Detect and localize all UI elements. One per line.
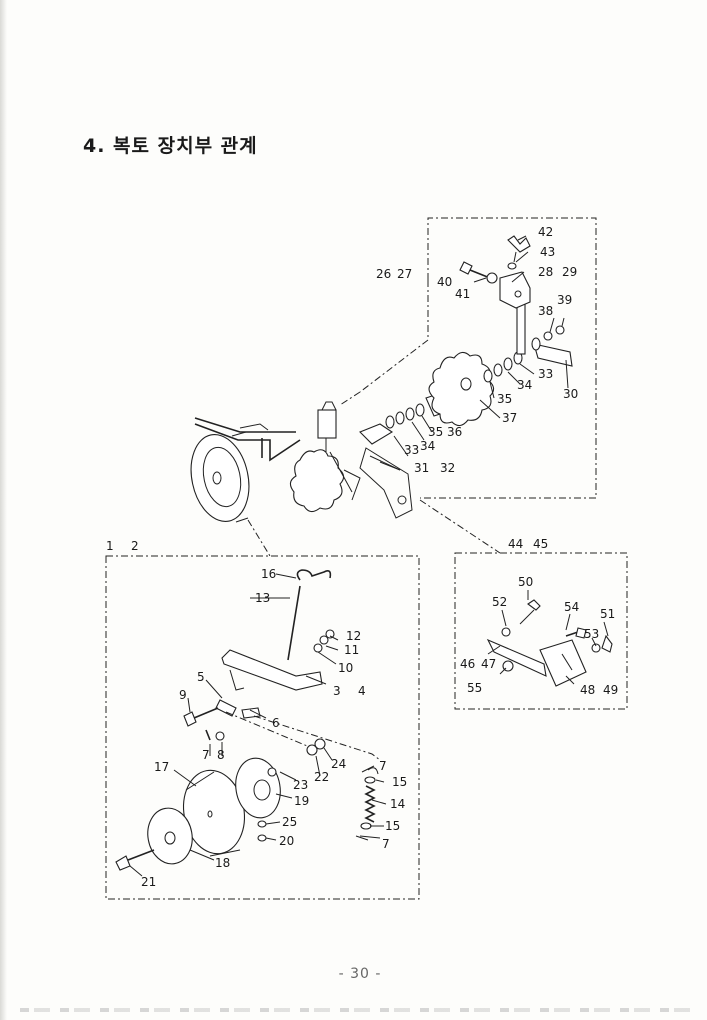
label-14: 14 (390, 797, 405, 811)
label-33-upper: 33 (538, 367, 553, 381)
label-33-lower: 33 (404, 443, 419, 457)
bracket-detail-box (419, 499, 628, 710)
label-6: 6 (272, 716, 280, 730)
label-27: 27 (397, 267, 412, 281)
label-40: 40 (437, 275, 452, 289)
label-55: 55 (467, 681, 482, 695)
label-18: 18 (215, 856, 230, 870)
label-11: 11 (344, 643, 359, 657)
label-31: 31 (414, 461, 429, 475)
label-35-lower: 35 (428, 425, 443, 439)
label-39: 39 (557, 293, 572, 307)
label-34-lower: 34 (420, 439, 435, 453)
label-22: 22 (314, 770, 329, 784)
page-title: 4. 복토 장치부 관계 (83, 135, 258, 157)
label-50: 50 (518, 575, 533, 589)
page-number: - 30 - (338, 966, 382, 982)
label-28: 28 (538, 265, 553, 279)
label-19: 19 (294, 794, 309, 808)
scan-bottom-artifact (20, 1008, 700, 1012)
label-36: 36 (447, 425, 462, 439)
label-1: 1 (106, 539, 114, 553)
label-23: 23 (293, 778, 308, 792)
overview-assembly (190, 235, 573, 523)
label-25: 25 (282, 815, 297, 829)
label-4: 4 (358, 684, 366, 698)
label-9: 9 (179, 688, 187, 702)
label-3: 3 (333, 684, 341, 698)
label-5: 5 (197, 670, 205, 684)
label-53: 53 (584, 627, 599, 641)
label-49: 49 (603, 683, 618, 697)
label-20: 20 (279, 834, 294, 848)
label-43: 43 (540, 245, 555, 259)
label-46: 46 (460, 657, 475, 671)
label-54: 54 (564, 600, 579, 614)
label-13: 13 (255, 591, 270, 605)
label-38: 38 (538, 304, 553, 318)
label-8: 8 (217, 748, 225, 762)
label-37: 37 (502, 411, 517, 425)
wheel-detail-box (105, 519, 420, 900)
label-7-right-bottom: 7 (382, 837, 390, 851)
label-47: 47 (481, 657, 496, 671)
label-35-upper: 35 (497, 392, 512, 406)
label-21: 21 (141, 875, 156, 889)
label-34-upper: 34 (517, 378, 532, 392)
label-7-right-top: 7 (379, 759, 387, 773)
label-16: 16 (261, 567, 276, 581)
label-24: 24 (331, 757, 346, 771)
label-42: 42 (538, 225, 553, 239)
label-52: 52 (492, 595, 507, 609)
leader-lines (129, 235, 609, 877)
label-44: 44 (508, 537, 523, 551)
label-32: 32 (440, 461, 455, 475)
label-15-bottom: 15 (385, 819, 400, 833)
bracket-assembly (486, 599, 613, 687)
label-12: 12 (346, 629, 361, 643)
upper-detail-box (339, 217, 597, 499)
scan-left-edge (0, 0, 7, 1020)
part-labels: 42 43 28 29 26 27 40 41 39 38 33 34 35 3… (106, 225, 618, 889)
wheel-assembly (115, 569, 381, 871)
label-10: 10 (338, 661, 353, 675)
label-17: 17 (154, 760, 169, 774)
label-48: 48 (580, 683, 595, 697)
label-7-left: 7 (202, 748, 210, 762)
label-30: 30 (563, 387, 578, 401)
label-45: 45 (533, 537, 548, 551)
label-29: 29 (562, 265, 577, 279)
label-15-top: 15 (392, 775, 407, 789)
label-2: 2 (131, 539, 139, 553)
label-41: 41 (455, 287, 470, 301)
label-26: 26 (376, 267, 391, 281)
label-51: 51 (600, 607, 615, 621)
